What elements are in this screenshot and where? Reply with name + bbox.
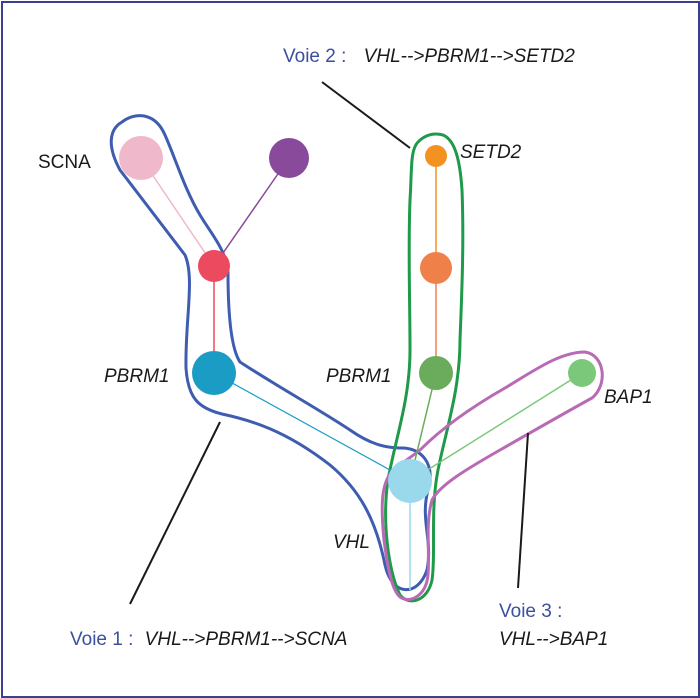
node-bap1 bbox=[568, 359, 596, 387]
voie2-route: VHL-->PBRM1-->SETD2 bbox=[364, 46, 576, 67]
label-bap1: BAP1 bbox=[604, 387, 653, 408]
node-red bbox=[198, 250, 230, 282]
edge-bap1-vhl bbox=[409, 372, 583, 482]
node-vhl bbox=[388, 459, 432, 503]
voie3-outline bbox=[380, 350, 604, 601]
voie1-pointer bbox=[129, 421, 221, 605]
label-vhl: VHL bbox=[333, 532, 370, 553]
node-setd2 bbox=[425, 145, 447, 167]
node-purple bbox=[269, 138, 309, 178]
voie1-prefix: Voie 1 : bbox=[70, 629, 133, 650]
node-orange bbox=[420, 252, 452, 284]
voie1-caption: Voie 1 : VHL-->PBRM1-->SCNA bbox=[70, 629, 347, 650]
voie3-prefix: Voie 3 : bbox=[499, 601, 562, 622]
voie1-route: VHL-->PBRM1-->SCNA bbox=[145, 629, 348, 650]
voie3-pointer bbox=[517, 432, 529, 589]
node-pbrm1-left bbox=[192, 351, 236, 395]
edge-purple-red bbox=[213, 157, 290, 267]
voie2-outline bbox=[384, 132, 465, 603]
label-pbrm1-left: PBRM1 bbox=[104, 366, 169, 387]
voie2-prefix: Voie 2 : bbox=[283, 46, 346, 67]
label-setd2: SETD2 bbox=[460, 142, 522, 163]
voie2-pointer bbox=[321, 81, 411, 149]
voie3-route: VHL-->BAP1 bbox=[499, 629, 608, 650]
node-pbrm1-right bbox=[419, 356, 453, 390]
node-scna bbox=[119, 136, 163, 180]
voie1-outline bbox=[109, 114, 432, 592]
label-pbrm1-right: PBRM1 bbox=[326, 366, 391, 387]
voie2-caption: Voie 2 : VHL-->PBRM1-->SETD2 bbox=[283, 46, 575, 67]
label-scna: SCNA bbox=[38, 152, 91, 173]
edge-pbrm1-vhl bbox=[213, 372, 411, 482]
